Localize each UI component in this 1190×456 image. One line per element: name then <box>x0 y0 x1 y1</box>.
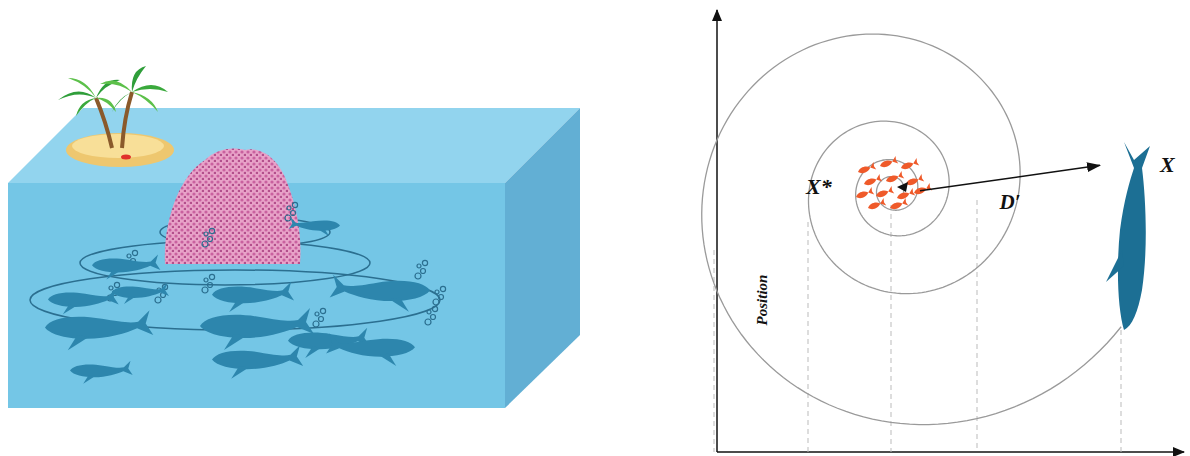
whale-flipper <box>1106 250 1124 282</box>
humpback-whale <box>212 345 303 379</box>
humpback-whale <box>48 288 119 314</box>
humpback-whale <box>92 254 160 279</box>
prey-fish <box>889 198 909 212</box>
island-crab <box>121 155 131 160</box>
guide-line <box>808 222 809 452</box>
prey-center-mark <box>897 182 908 192</box>
island-sand <box>72 134 164 158</box>
bubbles <box>202 228 215 247</box>
prey-fish <box>855 187 875 201</box>
bubbles <box>313 308 326 327</box>
krill-swarm <box>165 148 301 264</box>
palm-leaf <box>112 92 132 112</box>
distance-arrow <box>920 165 1100 190</box>
palm-trunk <box>122 92 132 148</box>
prey-fish <box>913 183 933 197</box>
prey-fish <box>857 162 877 176</box>
whale-agent: X <box>1100 140 1156 335</box>
bubbles <box>415 260 428 279</box>
prey-fish <box>875 186 895 200</box>
palm-leaf <box>68 78 96 98</box>
prey-fish <box>867 198 887 212</box>
ocean-surface <box>8 108 580 183</box>
prey-fish <box>885 171 905 185</box>
palm-leaf <box>132 85 168 92</box>
humpback-whale <box>212 282 294 312</box>
guide-line <box>714 250 715 452</box>
distance-label: D′ <box>999 192 1020 213</box>
ocean-side <box>505 108 580 408</box>
prey-fish <box>900 158 920 172</box>
bubbles <box>433 286 446 305</box>
prey-fish <box>879 156 899 170</box>
palm-trunk <box>96 98 112 148</box>
x-axis <box>717 451 1184 453</box>
palm-leaf <box>100 80 132 92</box>
search-whale <box>1118 142 1150 330</box>
y-axis <box>716 10 718 452</box>
humpback-whale <box>112 283 169 304</box>
spiral-path <box>702 34 1121 425</box>
palm-leaf <box>76 98 96 116</box>
humpback-whale <box>45 310 153 350</box>
whale-position-label: X <box>1160 154 1175 176</box>
palm-leaf <box>58 91 96 100</box>
axis-label: Position <box>755 275 770 326</box>
humpback-whale <box>326 333 415 366</box>
best-position-label: X* <box>806 176 832 198</box>
humpback-whale <box>289 217 340 236</box>
prey-fish <box>905 174 925 188</box>
bubbles <box>202 274 215 293</box>
guide-line <box>1121 330 1122 452</box>
humpback-whale <box>330 275 430 312</box>
prey-school: X* <box>852 160 920 216</box>
palm-leaf <box>132 92 158 112</box>
island-sand <box>66 133 174 167</box>
guide-line <box>891 205 892 452</box>
guide-line <box>977 200 978 452</box>
bubbles <box>425 306 438 325</box>
humpback-whale <box>70 361 133 384</box>
prey-fish <box>863 174 883 188</box>
